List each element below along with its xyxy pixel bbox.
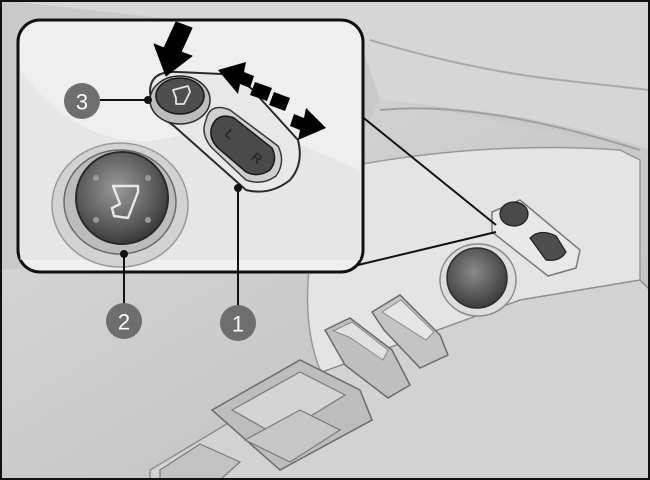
callout-3: 3 bbox=[64, 83, 100, 119]
window-switch-upper bbox=[323, 294, 449, 399]
callout-2-label: 2 bbox=[118, 310, 130, 335]
callout-leader-lower bbox=[357, 231, 497, 266]
magnified-inset: L R bbox=[16, 18, 365, 274]
push-down-arrow-icon bbox=[153, 21, 193, 77]
callout-3-label: 3 bbox=[76, 90, 88, 115]
window-switch-block bbox=[159, 359, 373, 480]
callout-1-label: 1 bbox=[232, 312, 244, 337]
left-right-arrow-icon bbox=[218, 62, 326, 140]
callout-1: 1 bbox=[220, 305, 256, 341]
mirror-fold-icon bbox=[172, 85, 191, 105]
mirror-fold-button bbox=[149, 75, 211, 125]
mirror-knob-small bbox=[439, 243, 517, 317]
callout-leader-upper bbox=[359, 114, 497, 226]
callout-2: 2 bbox=[106, 303, 142, 339]
mirror-adjust-knob bbox=[51, 142, 189, 268]
mirror-adjust-icon bbox=[110, 184, 140, 220]
selector-panel-small bbox=[491, 199, 581, 277]
leader-dot-3 bbox=[144, 96, 152, 104]
